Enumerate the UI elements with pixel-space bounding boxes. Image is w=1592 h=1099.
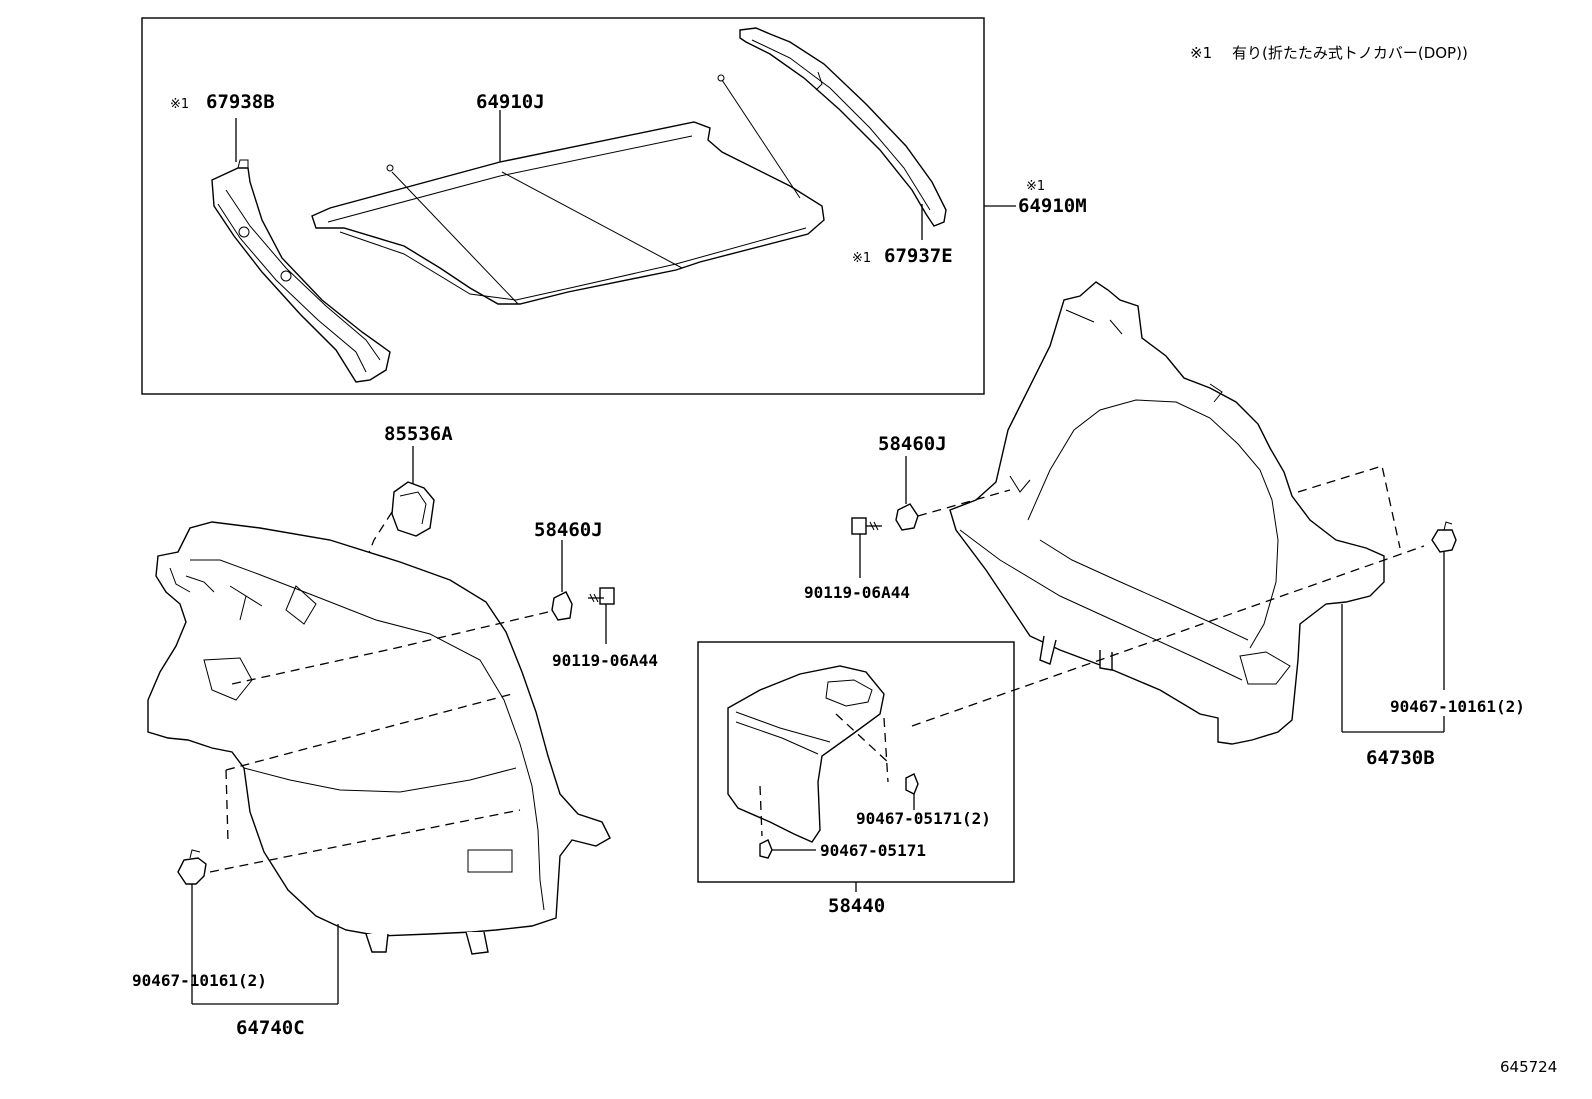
- label-64740C: 64740C: [236, 1017, 305, 1039]
- label-90119-06A44-left: 90119-06A44: [552, 651, 658, 670]
- part-67937E-bracket[interactable]: [739, 27, 947, 227]
- dash-58440-b: [835, 713, 891, 765]
- note-mark: ※1: [1190, 44, 1212, 62]
- dash-left-c: [225, 693, 513, 771]
- label-64910M: 64910M: [1018, 195, 1087, 217]
- label-58460J-left: 58460J: [534, 519, 603, 541]
- drawing-number: 645724: [1500, 1058, 1557, 1076]
- label-90467-10161-right: 90467-10161(2): [1390, 697, 1525, 716]
- label-85536A: 85536A: [384, 423, 453, 445]
- label-90119-06A44-right: 90119-06A44: [804, 583, 910, 602]
- part-85536A-hook[interactable]: [391, 481, 435, 537]
- part-64730B-right-quarter-trim[interactable]: [949, 281, 1385, 745]
- dash-right-b: [1297, 465, 1401, 549]
- part-64910J-tonneau-cover[interactable]: [311, 74, 825, 305]
- dash-right-a: [917, 489, 1011, 517]
- label-67938B: 67938B: [206, 91, 275, 113]
- part-67938B-bracket[interactable]: [211, 159, 391, 383]
- part-90467-05171-clip-a[interactable]: [905, 773, 919, 795]
- dash-58440-c: [759, 785, 763, 837]
- note-text: 有り(折たたみ式トノカバー(DOP)): [1232, 44, 1468, 62]
- part-90467-05171-clip-b[interactable]: [759, 839, 773, 859]
- part-58460J-nut-left[interactable]: [551, 591, 573, 621]
- part-90467-10161-clip-left[interactable]: [177, 849, 207, 885]
- part-90119-06A44-screw-left[interactable]: [588, 587, 615, 605]
- label-90467-10161-left: 90467-10161(2): [132, 971, 267, 990]
- part-90119-06A44-screw-right[interactable]: [851, 517, 882, 535]
- label-67938B-mark: ※1: [170, 97, 189, 112]
- dash-58440-a: [883, 717, 889, 783]
- dash-left-b: [225, 769, 229, 843]
- label-58440: 58440: [828, 895, 885, 917]
- label-90467-05171-2: 90467-05171(2): [856, 809, 991, 828]
- dash-right-c: [911, 545, 1425, 727]
- label-67937E-mark: ※1: [852, 251, 871, 266]
- label-90467-05171: 90467-05171: [820, 841, 926, 860]
- part-58460J-nut-right[interactable]: [895, 503, 919, 531]
- part-90467-10161-clip-right[interactable]: [1431, 521, 1457, 553]
- part-64740C-left-quarter-trim[interactable]: [147, 521, 611, 955]
- label-64910J: 64910J: [476, 91, 545, 113]
- dash-left-a: [231, 611, 549, 685]
- label-64730B: 64730B: [1366, 747, 1435, 769]
- label-64910M-mark: ※1: [1026, 179, 1045, 194]
- label-67937E: 67937E: [884, 245, 953, 267]
- part-58440-cover[interactable]: [727, 665, 885, 843]
- label-58460J-right: 58460J: [878, 433, 947, 455]
- dash-left-d: [209, 809, 521, 873]
